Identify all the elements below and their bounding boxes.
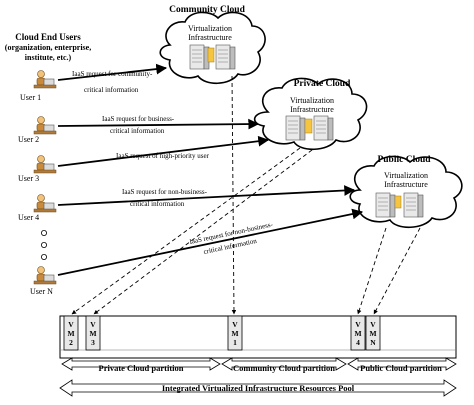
user-icon — [33, 70, 57, 89]
request-2-line2: critical information — [110, 127, 165, 135]
arrow-user2-private — [57, 118, 260, 130]
provisioning-arrows — [71, 75, 421, 315]
community-partition-label: Community Cloud partition — [233, 363, 335, 373]
private-cloud-infra-line1: Virtualization — [290, 96, 334, 105]
private-cloud-title: Private Cloud — [294, 79, 351, 89]
server-icon — [189, 44, 210, 70]
vm-n-n: N — [370, 338, 376, 347]
highlight-block — [207, 47, 215, 63]
arrow-user4-public — [57, 185, 356, 206]
private-cloud-infra-line2: Infrastructure — [290, 105, 334, 114]
community-partition-arrow — [221, 357, 347, 371]
server-icon — [375, 192, 396, 218]
users-header-line3: institute, etc.) — [25, 53, 72, 62]
user-n: User N — [30, 266, 57, 296]
user-1: User 1 — [20, 70, 57, 102]
dashed-public-vm4 — [357, 227, 387, 315]
dashed-public-vmn — [373, 227, 421, 315]
arrow-user1-community — [57, 63, 168, 81]
public-partition-arrow — [347, 357, 457, 371]
community-cloud-infra-line1: Virtualization — [188, 24, 232, 33]
server-icon — [215, 44, 236, 70]
integrated-pool-arrow — [59, 379, 457, 397]
user-icon — [33, 266, 57, 285]
request-labels: IaaS request for community- critical inf… — [72, 70, 274, 256]
highlight-block — [304, 118, 313, 134]
dashed-community-vm1 — [231, 75, 237, 315]
vm-2-n: 2 — [69, 338, 73, 347]
users-header-line2: (organization, enterprise, — [5, 43, 91, 52]
server-icon — [285, 115, 306, 141]
user-n-label: User N — [30, 287, 53, 296]
user-3: User 3 — [18, 155, 57, 183]
vm-4-m: M — [354, 329, 361, 338]
user-1-label: User 1 — [20, 93, 41, 102]
users-header: Cloud End Users (organization, enterpris… — [5, 32, 91, 62]
vm-3-cell — [85, 315, 101, 351]
vm-2-cell — [63, 315, 79, 351]
highlight-block — [394, 195, 402, 209]
user-2-label: User 2 — [18, 135, 39, 144]
integrated-pool-label: Integrated Virtualized Infrastructure Re… — [162, 383, 355, 393]
resource-pool: V M 2 V M 3 V M 1 V M 4 V M N Private Cl… — [59, 315, 457, 397]
vm-4-v: V — [355, 320, 361, 329]
user-4-label: User 4 — [18, 213, 39, 222]
vm-1-v: V — [232, 320, 238, 329]
user-icon — [33, 116, 57, 135]
user-3-label: User 3 — [18, 174, 39, 183]
vm-2-v: V — [68, 320, 74, 329]
vm-4-n: 4 — [356, 338, 360, 347]
vm-4-cell — [350, 315, 366, 351]
community-cloud: Community Cloud Virtualization Infrastru… — [159, 5, 266, 85]
public-cloud-infra-line2: Infrastructure — [384, 180, 428, 189]
private-partition-arrow — [61, 357, 221, 371]
server-icon — [313, 115, 334, 141]
vm-n-m: M — [369, 329, 376, 338]
user-4: User 4 — [18, 194, 57, 222]
user-2: User 2 — [18, 116, 57, 144]
vm-1-cell — [227, 315, 243, 351]
public-cloud: Public Cloud Virtualization Infrastructu… — [349, 155, 463, 229]
request-1-line2: critical information — [84, 86, 139, 94]
private-cloud: Private Cloud Virtualization Infrastruct… — [253, 77, 368, 151]
request-3-line1: IaaS request of high-priority user — [116, 152, 210, 160]
public-cloud-title: Public Cloud — [377, 155, 431, 165]
vm-3-m: M — [89, 329, 96, 338]
users-header-line1: Cloud End Users — [15, 32, 81, 42]
vm-3-v: V — [90, 320, 96, 329]
request-2-line1: IaaS request for business- — [102, 115, 175, 123]
vm-1-m: M — [231, 329, 238, 338]
vm-n-v: V — [370, 320, 376, 329]
private-partition-label: Private Cloud partition — [99, 363, 184, 373]
pool-bar — [59, 315, 457, 359]
dashed-private-vm2 — [71, 147, 301, 315]
request-4-line2: critical information — [130, 200, 185, 208]
vm-n-cell — [365, 315, 381, 351]
arrow-usern-public — [57, 208, 364, 276]
arrow-user3-private — [57, 135, 270, 167]
request-1-line1: IaaS request for community- — [72, 70, 153, 78]
server-icon — [403, 192, 424, 218]
request-arrows — [57, 63, 364, 276]
request-4-line1: IaaS request for non-business- — [122, 188, 208, 196]
dashed-private-vm3 — [93, 149, 313, 315]
vm-3-n: 3 — [91, 338, 95, 347]
user-ellipsis — [41, 229, 48, 260]
user-icon — [33, 194, 57, 213]
vm-1-n: 1 — [233, 338, 237, 347]
community-cloud-title: Community Cloud — [169, 5, 245, 15]
public-partition-label: Public Cloud partition — [360, 363, 442, 373]
public-cloud-infra-line1: Virtualization — [384, 171, 428, 180]
community-cloud-infra-line2: Infrastructure — [188, 33, 232, 42]
vm-2-m: M — [67, 329, 74, 338]
user-icon — [33, 155, 57, 174]
